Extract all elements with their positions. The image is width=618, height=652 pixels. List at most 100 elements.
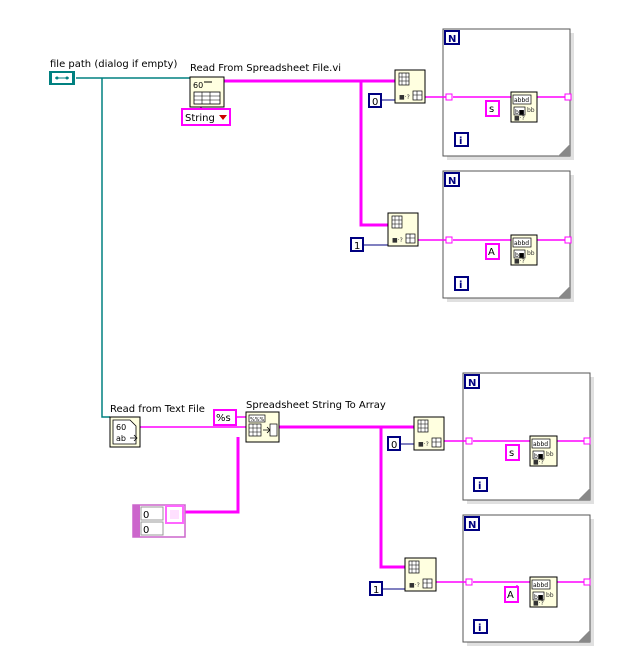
array-index-value: 0 bbox=[143, 525, 149, 536]
svg-text:abbd: abbd bbox=[514, 97, 529, 104]
format-spec-constant[interactable] bbox=[505, 444, 520, 461]
string-array-wires-top[interactable] bbox=[200, 79, 395, 227]
svg-text:■·?: ■·? bbox=[533, 600, 544, 607]
spreadsheet-string-to-array-node[interactable]: %%% bbox=[245, 411, 280, 443]
svg-text:abbd: abbd bbox=[533, 441, 548, 448]
format-string-value: %s bbox=[216, 413, 231, 424]
index-array-node[interactable]: ■·? bbox=[394, 69, 426, 104]
format-spec-value: s bbox=[489, 104, 494, 115]
for-loop-3[interactable]: N i bbox=[462, 372, 594, 504]
format-spec-value: A bbox=[488, 247, 495, 258]
loop-1-contents: s abbd b■ bb ■·? bbox=[445, 91, 572, 123]
input-tunnel[interactable] bbox=[445, 93, 453, 101]
array-constant[interactable]: 0 0 bbox=[132, 504, 186, 538]
index-constant-value: 1 bbox=[373, 585, 379, 596]
file-path-label: file path (dialog if empty) bbox=[50, 59, 177, 70]
format-spec-constant[interactable] bbox=[504, 586, 519, 603]
svg-text:abbd: abbd bbox=[533, 582, 548, 589]
loop-iteration-terminal bbox=[454, 132, 469, 147]
format-into-string-node[interactable]: abbd b■ bb ■·? bbox=[510, 234, 538, 266]
loop-count-label: N bbox=[448, 176, 456, 187]
spreadsheet-to-array-label: Spreadsheet String To Array bbox=[246, 400, 386, 411]
loop-count-terminal[interactable] bbox=[444, 30, 460, 45]
string-type-value: String bbox=[185, 113, 215, 124]
svg-text:■·?: ■·? bbox=[514, 258, 525, 265]
index-constant-box[interactable]: 1 bbox=[369, 581, 383, 596]
svg-text:bb: bb bbox=[546, 451, 554, 458]
svg-text:■·?: ■·? bbox=[399, 94, 410, 101]
svg-text:b■: b■ bbox=[515, 109, 525, 116]
for-loop-1[interactable]: N i bbox=[442, 28, 574, 160]
loop-count-label: N bbox=[448, 34, 456, 45]
index-constant-box[interactable]: 1 bbox=[350, 237, 364, 252]
format-string-constant[interactable]: %s bbox=[213, 409, 237, 426]
svg-text:abbd: abbd bbox=[514, 240, 529, 247]
svg-text:b■: b■ bbox=[534, 453, 544, 460]
loop-count-label: N bbox=[468, 378, 476, 389]
string-wires-bottom[interactable] bbox=[140, 416, 417, 569]
svg-text:■·?: ■·? bbox=[409, 582, 420, 589]
chevron-down-icon bbox=[219, 115, 227, 120]
loop-iteration-label: i bbox=[478, 623, 481, 634]
loop-iteration-label: i bbox=[478, 481, 481, 492]
format-spec-constant[interactable] bbox=[485, 243, 500, 260]
index-constant-value: 1 bbox=[354, 241, 360, 252]
format-into-string-node[interactable]: abbd b■ bb ■·? bbox=[529, 435, 558, 467]
loop-iteration-label: i bbox=[459, 136, 462, 147]
read-text-label: Read from Text File bbox=[110, 404, 205, 415]
loop-count-terminal[interactable] bbox=[444, 172, 460, 187]
output-tunnel[interactable] bbox=[564, 236, 572, 244]
loop-count-terminal[interactable] bbox=[464, 516, 480, 531]
svg-text:60: 60 bbox=[193, 81, 203, 90]
input-tunnel[interactable] bbox=[465, 578, 473, 586]
index-constant-box[interactable]: 0 bbox=[368, 93, 382, 108]
svg-text:60: 60 bbox=[116, 423, 126, 432]
format-into-string-node[interactable]: abbd b■ bb ■·? bbox=[529, 576, 558, 608]
index-array-node[interactable]: ■·? bbox=[413, 416, 445, 451]
output-tunnel[interactable] bbox=[564, 93, 572, 101]
input-tunnel[interactable] bbox=[445, 236, 453, 244]
file-path-control[interactable] bbox=[49, 71, 75, 85]
svg-text:■·?: ■·? bbox=[514, 115, 525, 122]
loop-iteration-terminal bbox=[454, 276, 469, 291]
svg-text:b■: b■ bbox=[515, 252, 525, 259]
output-tunnel[interactable] bbox=[583, 578, 591, 586]
svg-text:bb: bb bbox=[527, 107, 535, 114]
index-constant-value: 0 bbox=[391, 440, 397, 451]
input-tunnel[interactable] bbox=[465, 437, 473, 445]
loop-count-label: N bbox=[468, 520, 476, 531]
index-array-node[interactable]: ■·? bbox=[404, 557, 437, 592]
svg-text:bb: bb bbox=[527, 250, 535, 257]
index-constant-value: 0 bbox=[372, 97, 378, 108]
format-into-string-node[interactable]: abbd b■ bb ■·? bbox=[510, 91, 538, 123]
loop-2-contents: A abbd b■ bb ■·? bbox=[445, 234, 572, 266]
for-loop-2[interactable]: N i bbox=[442, 170, 574, 302]
svg-text:■·?: ■·? bbox=[392, 237, 403, 244]
index-wires[interactable] bbox=[364, 99, 414, 590]
array-index-value: 0 bbox=[143, 510, 149, 521]
for-loop-4[interactable]: N i bbox=[462, 514, 594, 646]
svg-text:bb: bb bbox=[546, 592, 554, 599]
loop-3-contents: s abbd b■ bb ■·? bbox=[465, 435, 591, 467]
format-spec-value: A bbox=[507, 590, 514, 601]
index-array-node[interactable]: ■·? bbox=[387, 212, 419, 247]
index-constant-box[interactable]: 0 bbox=[387, 436, 401, 451]
svg-text:■·?: ■·? bbox=[418, 441, 429, 448]
format-spec-constant[interactable] bbox=[485, 100, 500, 117]
loop-iteration-terminal bbox=[473, 619, 488, 634]
string-type-selector[interactable]: String bbox=[181, 108, 231, 126]
svg-text:%%%: %%% bbox=[250, 417, 265, 423]
read-spreadsheet-label: Read From Spreadsheet File.vi bbox=[190, 63, 341, 74]
loop-iteration-terminal bbox=[473, 477, 488, 492]
svg-text:b■: b■ bbox=[534, 594, 544, 601]
read-text-file-node[interactable]: 60 ab bbox=[109, 416, 141, 448]
svg-text:■·?: ■·? bbox=[533, 459, 544, 466]
loop-iteration-label: i bbox=[459, 280, 462, 291]
path-wires[interactable] bbox=[76, 77, 190, 418]
output-tunnel[interactable] bbox=[583, 437, 591, 445]
loop-4-contents: A abbd b■ bb ■·? bbox=[465, 576, 591, 608]
svg-text:ab: ab bbox=[116, 434, 126, 443]
read-spreadsheet-node[interactable]: 60 bbox=[189, 76, 225, 108]
loop-count-terminal[interactable] bbox=[464, 374, 480, 389]
